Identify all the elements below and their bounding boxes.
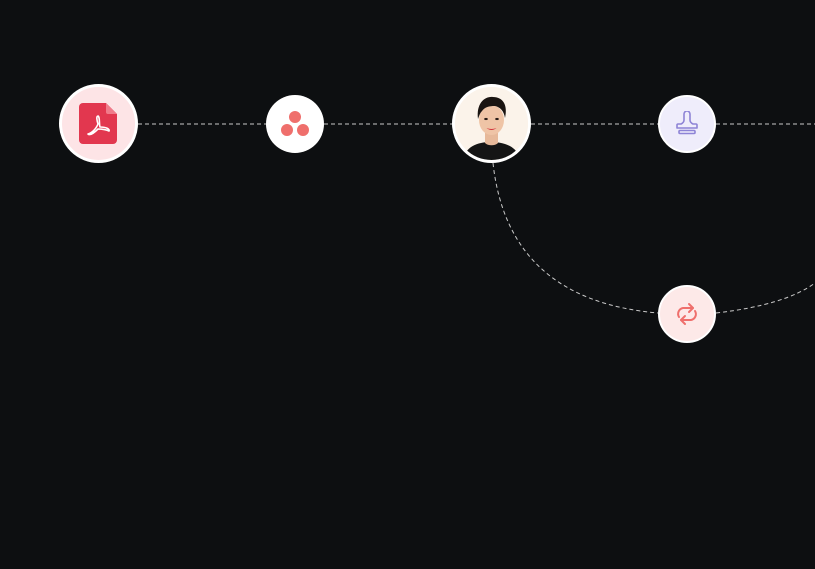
sync-icon xyxy=(677,303,697,325)
connector-person-sync xyxy=(492,162,659,314)
pdf-file-icon xyxy=(78,102,117,144)
asana-icon xyxy=(281,111,309,136)
stamp-icon xyxy=(676,111,698,135)
person-photo xyxy=(455,87,528,160)
stamp-node[interactable] xyxy=(658,95,716,153)
person-avatar[interactable] xyxy=(452,84,531,163)
connector-sync-right xyxy=(715,282,815,314)
pdf-node[interactable] xyxy=(59,84,138,163)
sync-node[interactable] xyxy=(658,285,716,343)
asana-node[interactable] xyxy=(266,95,324,153)
